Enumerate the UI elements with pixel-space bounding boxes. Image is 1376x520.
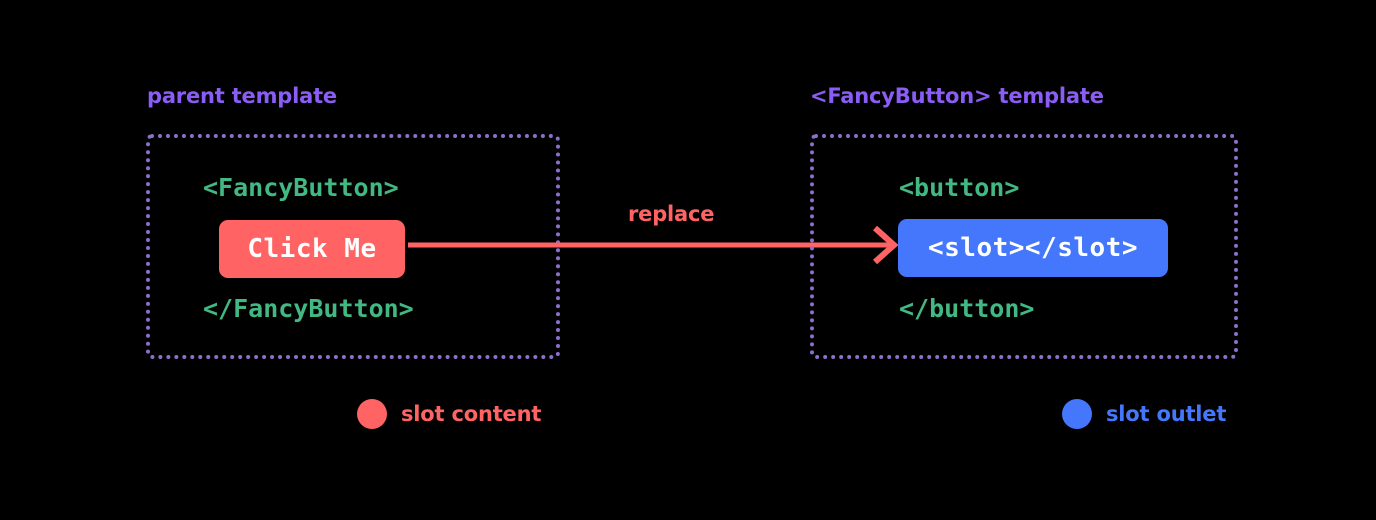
parent-template-heading: parent template [147, 84, 337, 108]
legend-item-slot-outlet: slot outlet [1062, 399, 1226, 429]
legend-item-slot-content: slot content [357, 399, 541, 429]
fancybutton-template-heading: <FancyButton> template [810, 84, 1104, 108]
slot-outlet-swatch-icon [1062, 399, 1092, 429]
fancybutton-open-tag: <FancyButton> [203, 173, 399, 202]
replace-label: replace [628, 202, 715, 226]
button-open-tag: <button> [899, 173, 1020, 202]
slot-content-chip[interactable]: Click Me [219, 220, 405, 278]
legend-label-slot-content: slot content [401, 401, 542, 426]
slot-outlet-chip[interactable]: <slot></slot> [898, 219, 1168, 277]
fancybutton-template-box [810, 134, 1238, 359]
button-close-tag: </button> [899, 294, 1035, 323]
fancybutton-close-tag: </FancyButton> [203, 294, 414, 323]
slot-content-swatch-icon [357, 399, 387, 429]
legend-label-slot-outlet: slot outlet [1106, 401, 1227, 426]
